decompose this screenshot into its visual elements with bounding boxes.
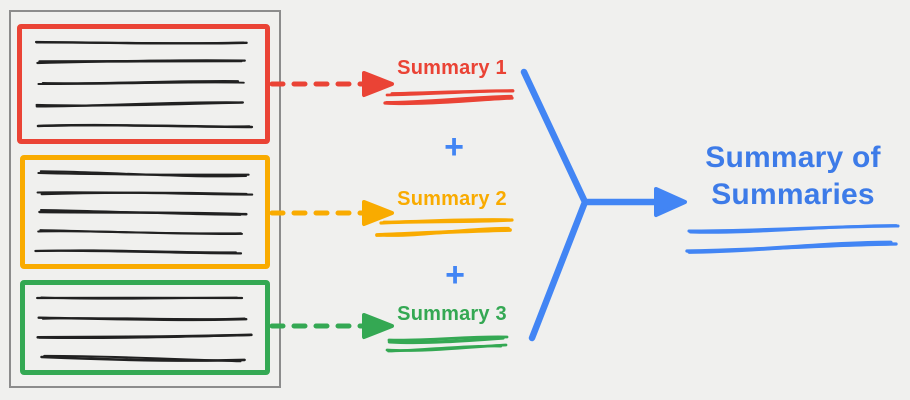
document-section-3: [20, 280, 270, 375]
merge-arrow: [520, 68, 687, 342]
dashed-arrow-section1-to-summary1: [269, 71, 394, 97]
summary-2-scribble: [375, 218, 514, 237]
section-2-text-scribble: [34, 170, 254, 255]
dashed-arrow-section3-to-summary3: [269, 313, 394, 339]
final-summary-line2: Summaries: [711, 178, 875, 211]
section-1-text-scribble: [34, 40, 254, 129]
section-3-text-scribble: [36, 296, 253, 363]
summary-1-scribble: [383, 89, 515, 106]
plus-icon-1: +: [444, 128, 464, 166]
summary-3-label: Summary 3: [397, 303, 507, 325]
dashed-arrow-section2-to-summary2: [269, 200, 394, 226]
summary-2-label: Summary 2: [397, 188, 507, 210]
document-section-2: [20, 155, 270, 269]
summary-3-scribble: [385, 335, 509, 353]
source-document: [9, 10, 281, 388]
summary-1-label: Summary 1: [397, 57, 507, 79]
document-section-1: [17, 24, 270, 144]
final-summary-scribble: [685, 224, 900, 254]
final-summary-line1: Summary of: [705, 141, 881, 174]
final-summary-label: Summary of Summaries: [680, 139, 906, 213]
plus-icon-2: +: [445, 256, 465, 294]
